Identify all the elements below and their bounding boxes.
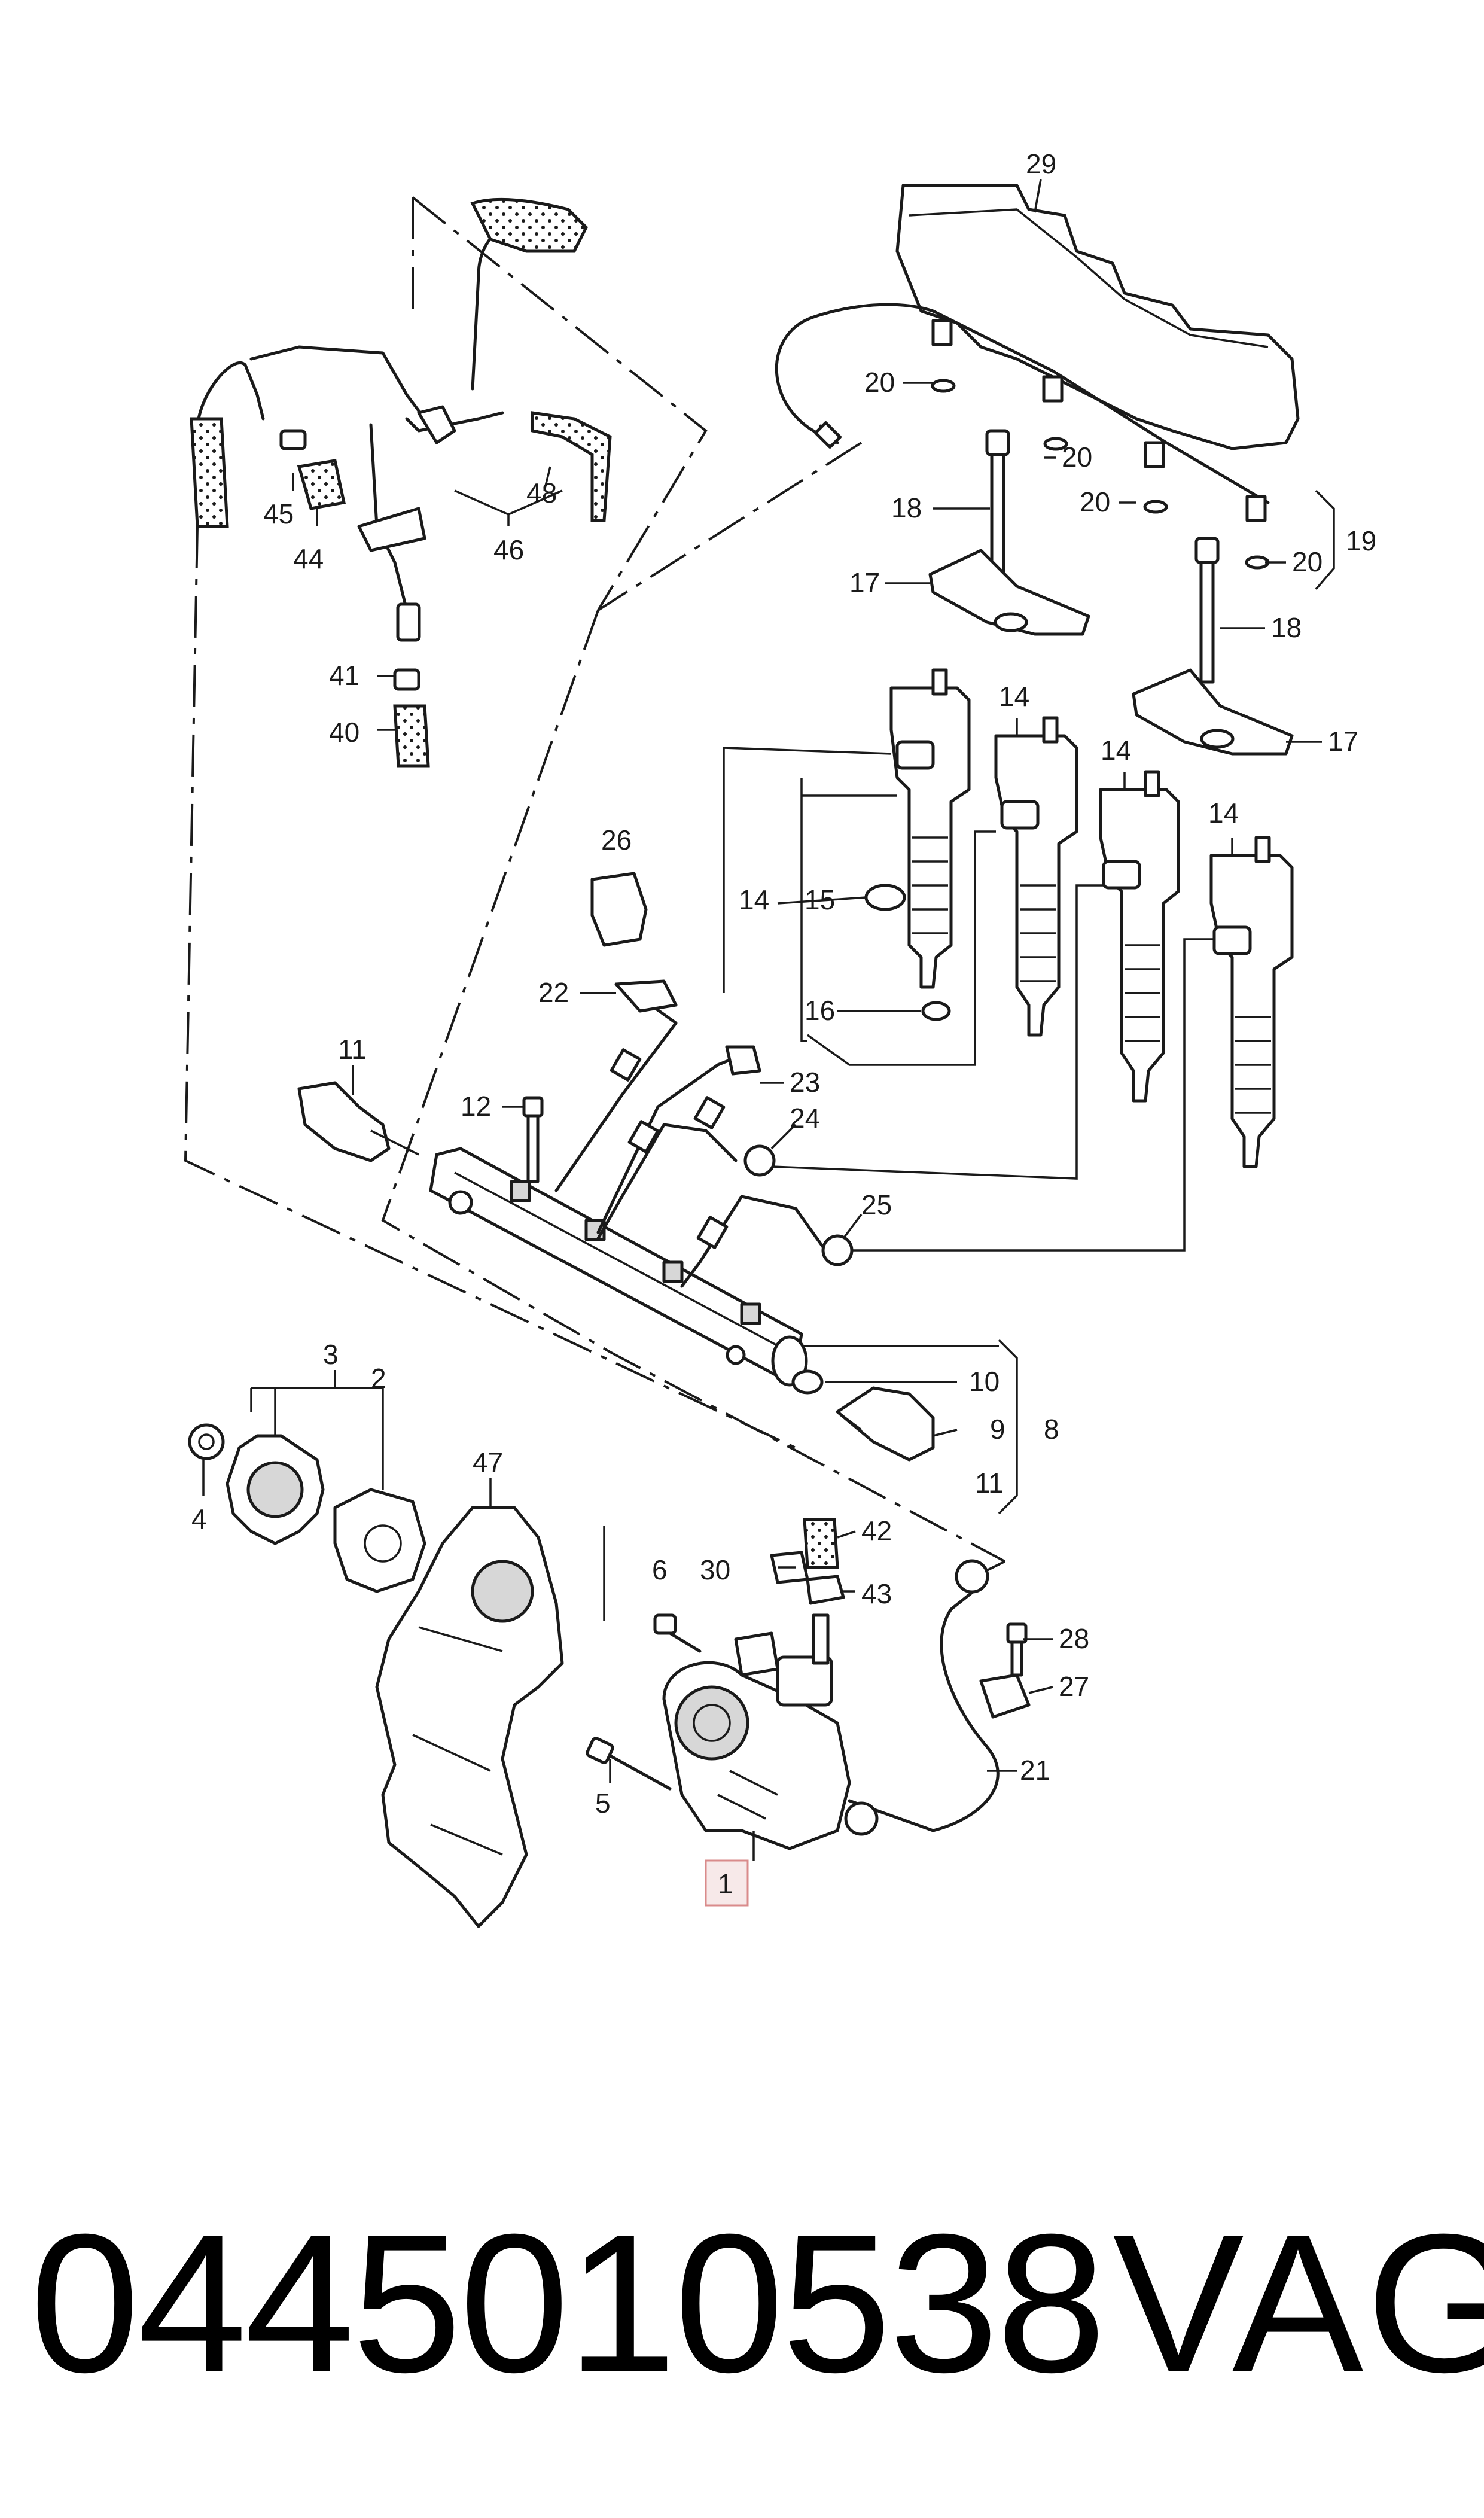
callout-4: 4 (191, 1503, 207, 1534)
fuel-rail-part-8 (429, 1147, 808, 1387)
callout-17-left: 17 (849, 567, 880, 598)
callout-47: 47 (473, 1447, 503, 1478)
injector-lines-part-22-25 (554, 979, 854, 1288)
callout-16: 16 (805, 995, 835, 1026)
callout-20-c: 20 (1080, 486, 1110, 517)
clamp-bolts-part-18 (985, 429, 1220, 684)
injectors-part-14 (889, 668, 1294, 1168)
exploded-parts-diagram: 1 2 3 4 5 6 8 9 10 11 11 12 14 14 14 14 … (184, 148, 1376, 1928)
callout-14-d: 14 (739, 884, 769, 915)
callout-1: 1 (718, 1868, 733, 1899)
callout-17-right: 17 (1328, 726, 1358, 757)
bracket-part-27-28 (979, 1622, 1031, 1719)
callout-11-right: 11 (975, 1467, 1004, 1499)
pressure-sensor-part-11 (297, 1081, 419, 1162)
callout-14-c: 14 (1208, 797, 1239, 829)
callout-labels: 1 2 3 4 5 6 8 9 10 11 11 12 14 14 14 14 … (191, 148, 1376, 1907)
injector-leader-lines (723, 747, 1214, 1252)
callout-20-a: 20 (864, 367, 895, 398)
callout-25: 25 (861, 1189, 892, 1220)
brand-name: VAG (1113, 2193, 1484, 2413)
callout-2: 2 (371, 1363, 386, 1394)
callout-12: 12 (461, 1091, 491, 1122)
callout-10: 10 (969, 1366, 1000, 1397)
callout-42: 42 (861, 1515, 892, 1546)
callout-5: 5 (595, 1788, 611, 1819)
return-lines-part-40-48 (190, 197, 612, 768)
part-footer: 0445010538 VAG (0, 2178, 1484, 2429)
callout-9: 9 (990, 1414, 1005, 1445)
callout-18-right: 18 (1271, 612, 1302, 643)
callout-20-b: 20 (1062, 442, 1092, 473)
callout-15: 15 (805, 884, 835, 915)
seal-part-10 (791, 1369, 824, 1395)
callout-44: 44 (293, 543, 324, 574)
callout-41: 41 (329, 660, 359, 691)
callout-23: 23 (790, 1067, 820, 1098)
callout-40: 40 (329, 717, 359, 748)
callout-6: 6 (652, 1554, 668, 1585)
callout-19: 19 (1346, 525, 1376, 556)
callout-leader-lines (202, 179, 1335, 1861)
pressure-sensor-part-9 (836, 1386, 935, 1462)
callout-48: 48 (526, 477, 557, 509)
assembly-boundary-lines (184, 196, 1005, 1581)
callout-8: 8 (1044, 1414, 1059, 1445)
callout-14-a: 14 (999, 681, 1029, 712)
callout-29: 29 (1026, 148, 1056, 179)
leak-off-line-part-19 (775, 303, 1270, 570)
sprocket-part-2-3-4 (188, 1423, 426, 1593)
callout-22: 22 (538, 977, 569, 1008)
bolt-part-12 (522, 1096, 544, 1183)
callout-30: 30 (700, 1554, 730, 1585)
fuel-line-part-21 (844, 1559, 1000, 1836)
callout-26: 26 (601, 824, 632, 855)
bolts-part-5-6 (586, 1613, 702, 1791)
callout-11-left: 11 (338, 1034, 367, 1065)
callout-3: 3 (323, 1339, 339, 1370)
callout-27: 27 (1059, 1671, 1089, 1702)
callout-28: 28 (1059, 1623, 1089, 1654)
clamps-part-17 (928, 549, 1294, 756)
callout-43: 43 (861, 1578, 892, 1609)
callout-21: 21 (1020, 1755, 1050, 1786)
high-pressure-pump-part-1 (662, 1613, 851, 1850)
timing-cover-part-47 (375, 1506, 564, 1928)
callout-18-left: 18 (891, 492, 922, 523)
engine-cover-part-29 (895, 184, 1300, 450)
callout-24: 24 (790, 1103, 820, 1134)
clip-part-26 (590, 872, 648, 947)
callout-45: 45 (263, 498, 294, 529)
part-number: 0445010538 (30, 2193, 1106, 2413)
hose-clamps-part-30-42-43 (770, 1518, 845, 1605)
callout-14-b: 14 (1101, 735, 1131, 766)
callout-20-d: 20 (1292, 546, 1323, 577)
highlighted-callout-box (705, 1859, 749, 1907)
callout-46: 46 (493, 534, 524, 565)
